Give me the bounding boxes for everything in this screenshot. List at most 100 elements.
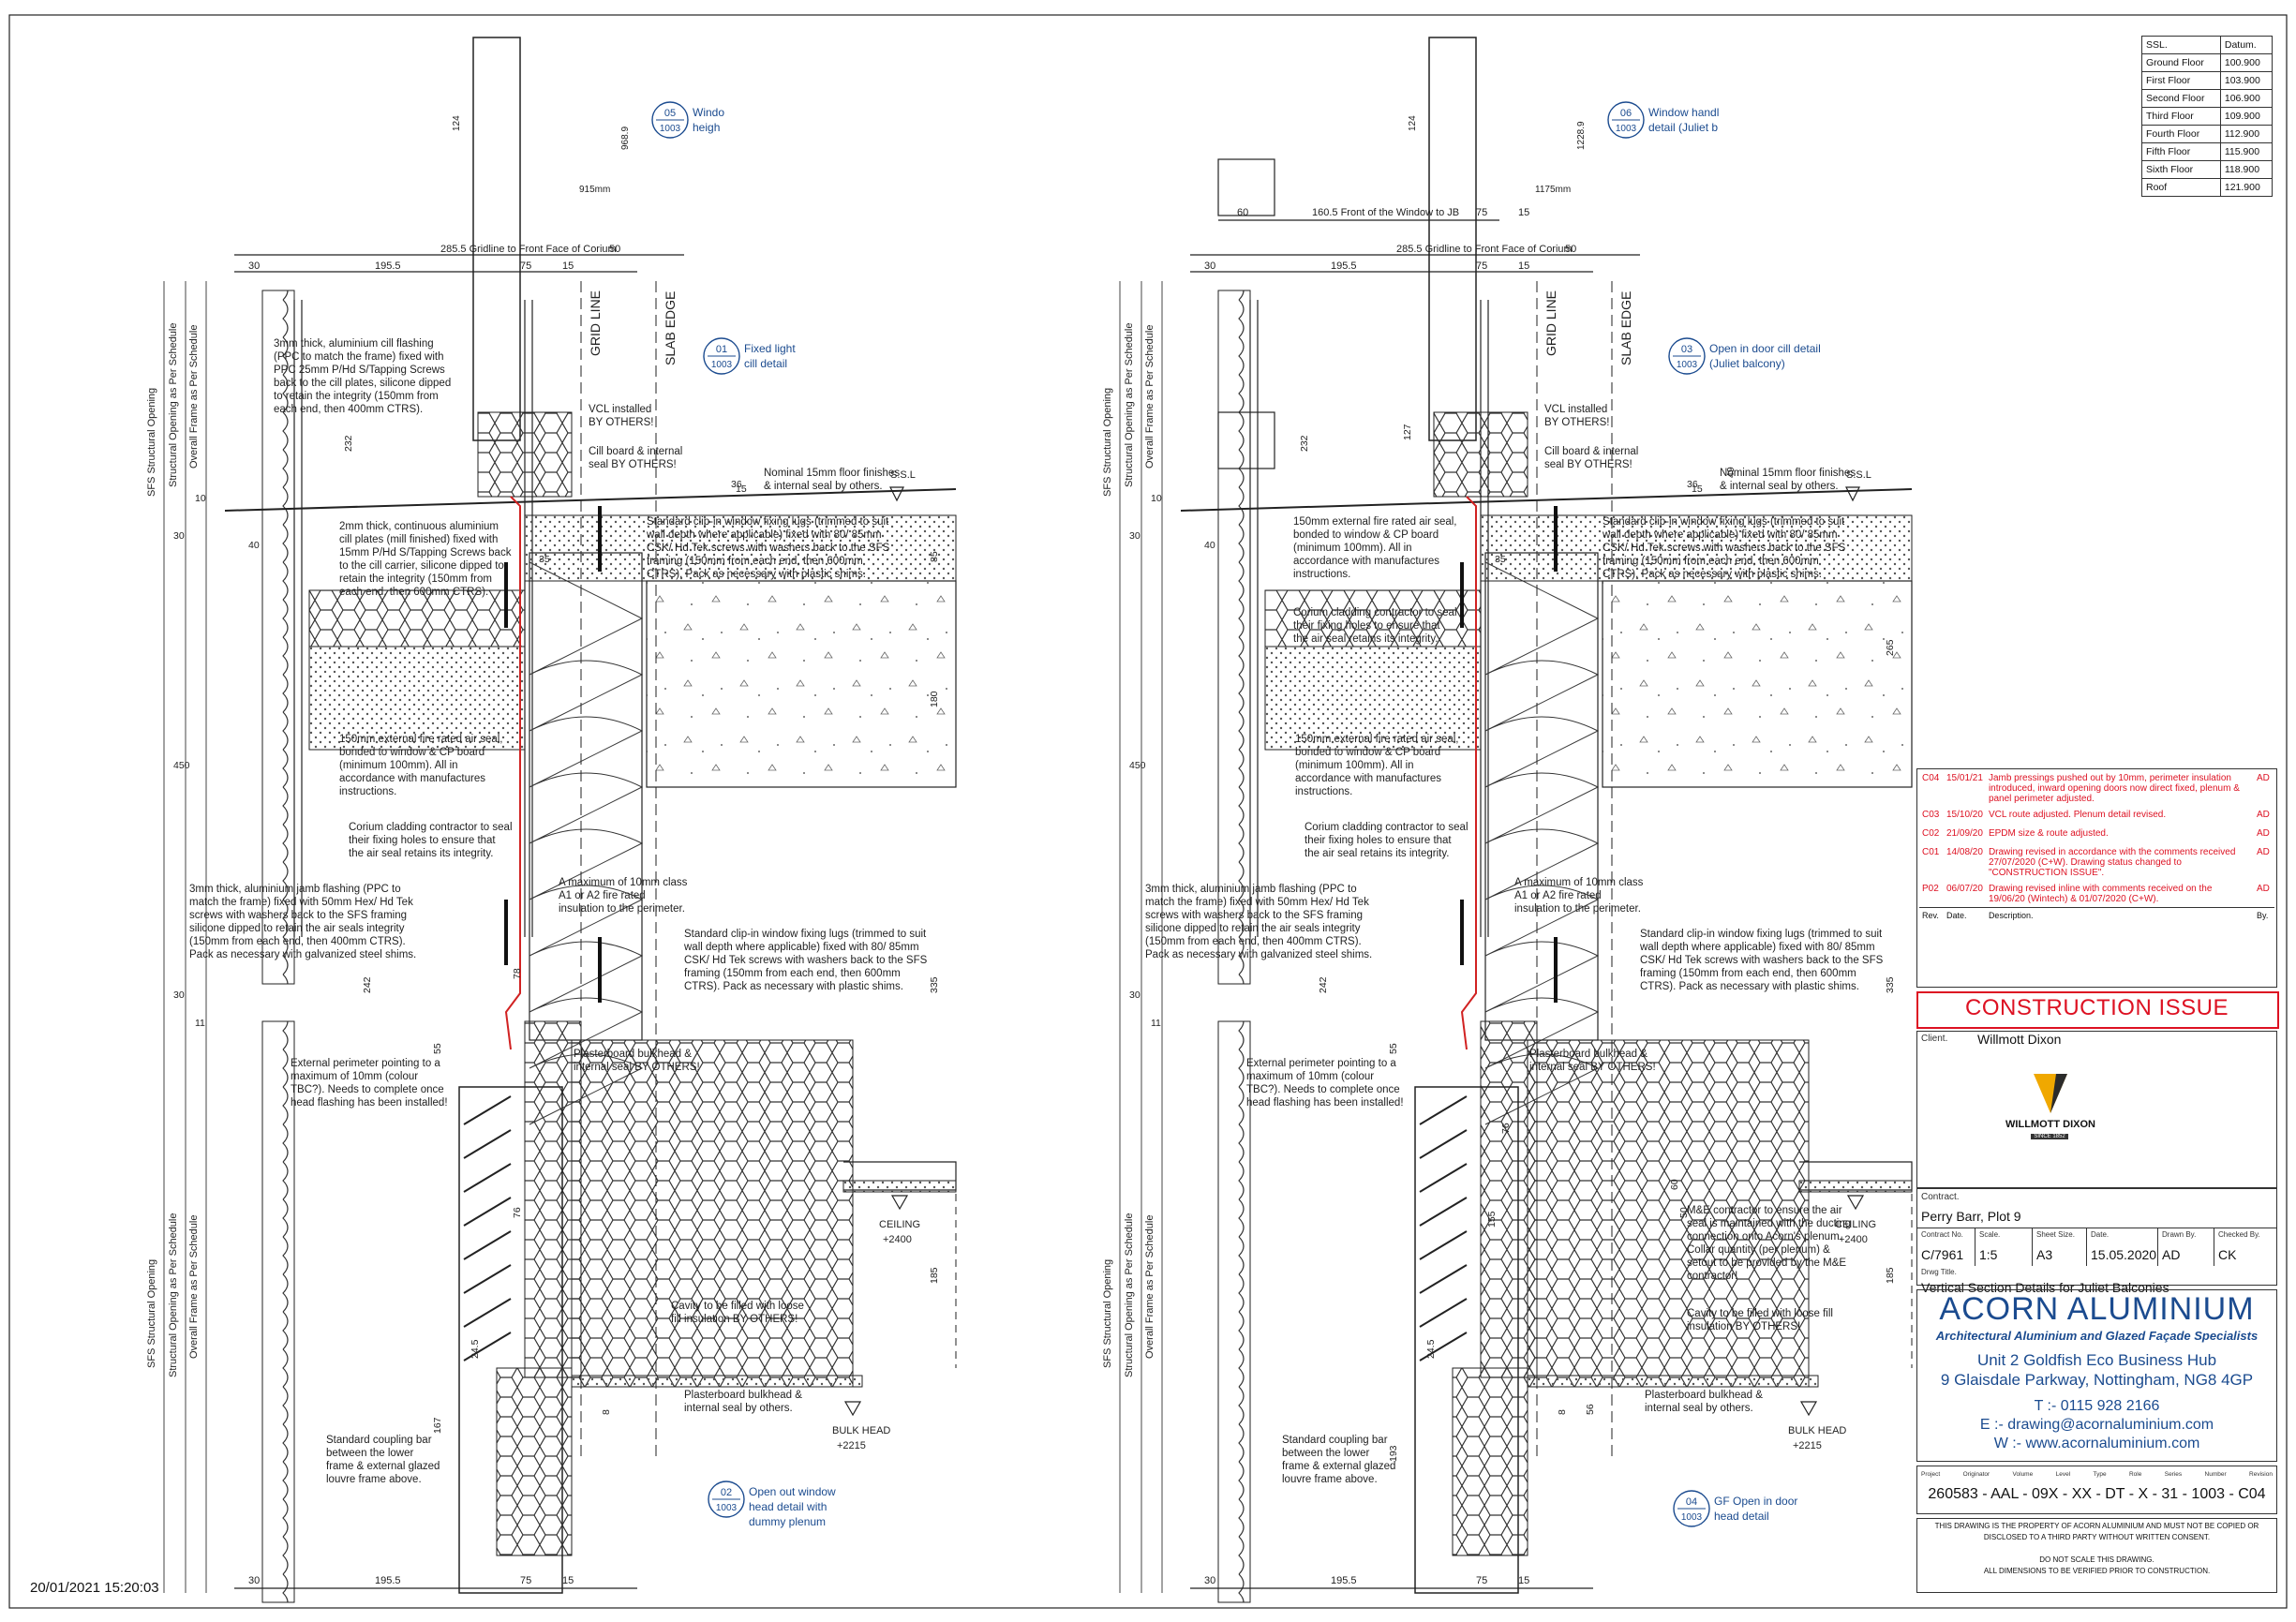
dimension-vertical: 11 bbox=[195, 1018, 205, 1029]
company-box bbox=[1916, 1289, 2277, 1462]
bulkhead-level: +2215 bbox=[837, 1440, 866, 1451]
note-line: louvre frame above. bbox=[326, 1474, 422, 1485]
scale-label: Scale. bbox=[1979, 1230, 2001, 1239]
ceiling-label: CEILING bbox=[1835, 1219, 1876, 1230]
scale: 1:5 bbox=[1979, 1247, 1998, 1262]
louvre-blade bbox=[463, 1264, 512, 1294]
note-line: Corium cladding contractor to seal bbox=[1293, 607, 1457, 618]
note-line: between the lower bbox=[1282, 1448, 1370, 1459]
dimension-bottom: 30 bbox=[1204, 1575, 1215, 1586]
note-line: the air seal retains its integrity. bbox=[1305, 848, 1449, 859]
note-line: internal seal BY OTHERS! bbox=[1529, 1062, 1656, 1073]
drawing-number-label: Type bbox=[2093, 1471, 2107, 1478]
drawing-number-box bbox=[1916, 1466, 2277, 1514]
note-line: 15mm P/Hd S/Tapping Screws back bbox=[339, 547, 512, 558]
revision-desc: Drawing revised inline with comments rec… bbox=[1988, 884, 2213, 904]
dimension-vertical: 265 bbox=[1885, 639, 1896, 656]
note-line: (150mm from each end, then 400mm CTRS). bbox=[189, 936, 406, 947]
note-line: the air seal retains its integrity. bbox=[349, 848, 493, 859]
note-line: Standard clip-in window fixing lugs (tri… bbox=[684, 929, 927, 940]
note-line: TBC?). Needs to complete once bbox=[291, 1084, 444, 1095]
detail-callout-bubble bbox=[1607, 101, 1645, 139]
note-line: their fixing holes to ensure that bbox=[1305, 835, 1452, 846]
note-line: Nominal 15mm floor finishes bbox=[764, 468, 900, 479]
dimension-vertical: 185 bbox=[929, 1267, 940, 1284]
dimension-jb: 60 bbox=[1237, 207, 1248, 218]
detail-callout-sheet: 1003 bbox=[716, 1503, 738, 1513]
level-datum: 103.900 bbox=[2219, 71, 2274, 90]
revision-by: AD bbox=[2257, 884, 2270, 894]
note-line: BY OTHERS! bbox=[589, 417, 653, 428]
note-line: head flashing has been installed! bbox=[1246, 1097, 1404, 1109]
revision-by: AD bbox=[2257, 810, 2270, 820]
ssl-marker bbox=[889, 486, 904, 502]
disclaimer-line3: DO NOT SCALE THIS DRAWING. bbox=[2039, 1555, 2154, 1564]
note-line: their fixing holes to ensure that bbox=[1293, 620, 1440, 632]
dimension-vertical: 30 bbox=[1129, 990, 1141, 1001]
note-line: louvre frame above. bbox=[1282, 1474, 1378, 1485]
dimension-vertical: 24.5 bbox=[470, 1339, 481, 1359]
dimension-top: 195.5 bbox=[1331, 260, 1357, 272]
dimension-gridline: 285.5 Gridline to Front Face of Corium bbox=[1396, 244, 1573, 255]
concrete-slab bbox=[646, 580, 957, 788]
perimeter-insulation bbox=[1480, 1020, 1538, 1378]
note-line: the air seal retains its integrity. bbox=[1293, 633, 1438, 645]
dimension-vertical: 155 bbox=[1486, 1211, 1498, 1228]
detail-callout-sheet: 1003 bbox=[1616, 124, 1637, 134]
note-line: internal seal by others. bbox=[1645, 1403, 1753, 1414]
note-line: TBC?). Needs to complete once bbox=[1246, 1084, 1400, 1095]
client-box bbox=[1916, 1031, 2277, 1188]
note-line: CSK/ Hd Tek screws with washers back to … bbox=[1640, 955, 1884, 966]
vertical-label: Overall Frame as Per Schedule bbox=[1144, 325, 1155, 469]
drwg-title-label: Drwg Title. bbox=[1921, 1268, 1957, 1276]
level-name: Second Floor bbox=[2141, 89, 2221, 108]
dimension-vertical: 40 bbox=[1204, 540, 1215, 551]
checked-by-label: Checked By. bbox=[2218, 1230, 2260, 1239]
company-tagline: Architectural Aluminium and Glazed Façad… bbox=[1935, 1329, 2259, 1343]
client-name: Willmott Dixon bbox=[1977, 1032, 2062, 1047]
detail-callout-title: Fixed light bbox=[744, 342, 796, 355]
note-line: retain the integrity (150mm from bbox=[339, 573, 492, 585]
dimension-bottom: 75 bbox=[520, 1575, 531, 1586]
slab-edge-label: SLAB EDGE bbox=[663, 291, 678, 365]
insulation-block bbox=[308, 589, 526, 647]
dimension-vertical: 35 bbox=[1495, 554, 1506, 565]
drawing-number-label: Revision bbox=[2249, 1471, 2273, 1478]
disclaimer-line2: DISCLOSED TO A THIRD PARTY WITHOUT WRITT… bbox=[1983, 1533, 2211, 1541]
note-line: A1 or A2 fire rated bbox=[559, 890, 646, 901]
dimension-window: 968.9 bbox=[620, 126, 631, 150]
mineral-wool bbox=[1484, 552, 1599, 1041]
fire-board bbox=[308, 646, 526, 751]
note-line: setout to be provided by the M&E bbox=[1687, 1257, 1846, 1269]
bulkhead-level: +2215 bbox=[1793, 1440, 1822, 1451]
epdm-membrane bbox=[504, 496, 521, 1050]
dimension-vertical: 335 bbox=[1885, 976, 1896, 993]
lower-frame bbox=[458, 1086, 563, 1594]
note-line: seal BY OTHERS! bbox=[589, 459, 677, 470]
cavity-insulation bbox=[571, 1039, 854, 1388]
dimension-vertical: 193 bbox=[1388, 1445, 1399, 1462]
note-line: Corium cladding contractor to seal bbox=[1305, 822, 1469, 833]
note-line: insulation to the perimeter. bbox=[1514, 903, 1641, 915]
note-line: A maximum of 10mm class bbox=[1514, 877, 1644, 888]
vertical-label: Overall Frame as Per Schedule bbox=[1144, 1215, 1155, 1359]
note-line: CTRS). Pack as necessary with plastic sh… bbox=[647, 569, 866, 580]
note-line: (minimum 100mm). All in bbox=[339, 760, 458, 771]
note-line: wall depth where applicable) fixed with … bbox=[1639, 942, 1875, 953]
detail-callout-number: 05 bbox=[664, 108, 676, 119]
dimension-vertical: 232 bbox=[1299, 435, 1310, 452]
vertical-label: SFS Structural Opening bbox=[146, 388, 157, 497]
drawing-number-label: Role bbox=[2128, 1471, 2142, 1478]
revision-by: AD bbox=[2257, 828, 2270, 839]
dimension-bottom: 30 bbox=[248, 1575, 260, 1586]
note-line: seal is maintained with the ducting bbox=[1687, 1218, 1851, 1229]
revision-rev: P02 bbox=[1922, 884, 1939, 894]
level-datum: 118.900 bbox=[2219, 160, 2274, 179]
dimension-vertical: 180 bbox=[929, 691, 940, 707]
